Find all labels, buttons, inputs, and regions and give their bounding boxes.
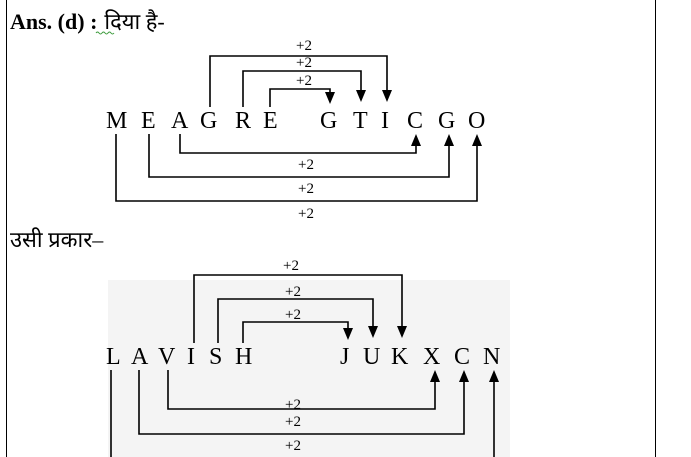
ex2-bottom-shift-label: +2: [285, 397, 301, 413]
ex1-bottom-arrowhead: [472, 134, 482, 146]
ex1-target-letter: C: [407, 108, 423, 134]
ex2-target-letter: X: [423, 344, 440, 370]
ex1-source-letter: M: [106, 108, 127, 134]
ex2-source-letter: S: [209, 344, 222, 370]
ex2-top-connector: [217, 298, 374, 343]
ex2-top-shift-label: +2: [285, 284, 301, 300]
ex1-top-shift-label: +2: [296, 55, 312, 71]
ex2-source-letter: A: [131, 344, 149, 370]
ex1-top-connector: [242, 70, 362, 107]
ex1-bottom-shift-label: +2: [298, 206, 314, 222]
ex2-bottom-arrowhead: [430, 370, 440, 382]
ex2-top-arrowhead: [343, 328, 353, 340]
ex1-bottom-shift-label: +2: [298, 157, 314, 173]
ex1-bottom-connector: [179, 134, 417, 154]
ex1-source-letter: G: [200, 108, 217, 134]
ex1-target-letter: I: [381, 108, 389, 134]
ex1-bottom-connector: [115, 134, 478, 202]
ex2-top-arrowhead: [368, 326, 378, 338]
ex1-source-letter: E: [141, 108, 156, 134]
ex1-top-shift-label: +2: [296, 73, 312, 89]
ex1-bottom-connector: [148, 134, 450, 178]
ex2-bottom-connector: [138, 370, 465, 435]
example-2-diagram: L A V I S H J U K X C N +2 +2 +2 +2 +2 +…: [106, 258, 500, 457]
ex2-source-letter: I: [187, 344, 195, 370]
ex2-top-connector: [193, 274, 403, 343]
ex2-target-letter: N: [483, 344, 500, 370]
ex1-target-letter: T: [353, 108, 368, 134]
ex1-top-arrowhead: [325, 92, 335, 104]
ex1-top-connector: [269, 88, 331, 107]
ex2-top-connector: [242, 321, 349, 343]
ex1-top-arrowhead: [356, 90, 366, 102]
example-1-diagram: M E A G R E G T I C G O +2 +2 +2 +2 +2 +…: [106, 38, 485, 222]
ex2-target-letter: K: [391, 344, 409, 370]
ex1-bottom-arrowhead: [411, 134, 421, 146]
ex1-top-arrowhead: [382, 90, 392, 102]
ex2-bottom-shift-label: +2: [285, 414, 301, 430]
ex1-top-shift-label: +2: [296, 38, 312, 54]
answer-intro-text: दिया है-: [104, 9, 164, 34]
ex2-top-shift-label: +2: [285, 307, 301, 323]
ex2-bottom-connector: [167, 370, 436, 410]
ex2-source-letter: H: [235, 344, 252, 370]
similarly-label: उसी प्रकार–: [10, 227, 104, 252]
ex1-target-letter: O: [468, 108, 485, 134]
ex1-source-letter: E: [263, 108, 278, 134]
ex1-bottom-shift-label: +2: [298, 181, 314, 197]
diagram-2-background: [108, 280, 510, 457]
ex2-target-letter: U: [363, 344, 380, 370]
ex1-bottom-arrowhead: [444, 134, 454, 146]
spellcheck-underline: [95, 31, 115, 35]
ex2-target-letter: C: [454, 344, 470, 370]
ex2-source-letter: L: [106, 344, 121, 370]
answer-prefix: Ans. (d) :: [10, 9, 97, 34]
answer-heading: Ans. (d) : दिया है-: [10, 9, 165, 34]
ex2-source-letter: V: [158, 344, 176, 370]
ex2-bottom-arrowhead: [489, 370, 499, 382]
ex1-top-connector: [209, 55, 388, 107]
ex1-source-letter: R: [235, 108, 251, 134]
ex1-target-letter: G: [320, 108, 337, 134]
ex2-bottom-shift-label: +2: [285, 438, 301, 454]
ex1-source-letter: A: [171, 108, 189, 134]
ex2-top-arrowhead: [397, 326, 407, 338]
ex1-target-letter: G: [438, 108, 455, 134]
ex2-target-letter: J: [340, 344, 349, 370]
ex2-bottom-arrowhead: [459, 370, 469, 382]
ex2-top-shift-label: +2: [283, 258, 299, 274]
